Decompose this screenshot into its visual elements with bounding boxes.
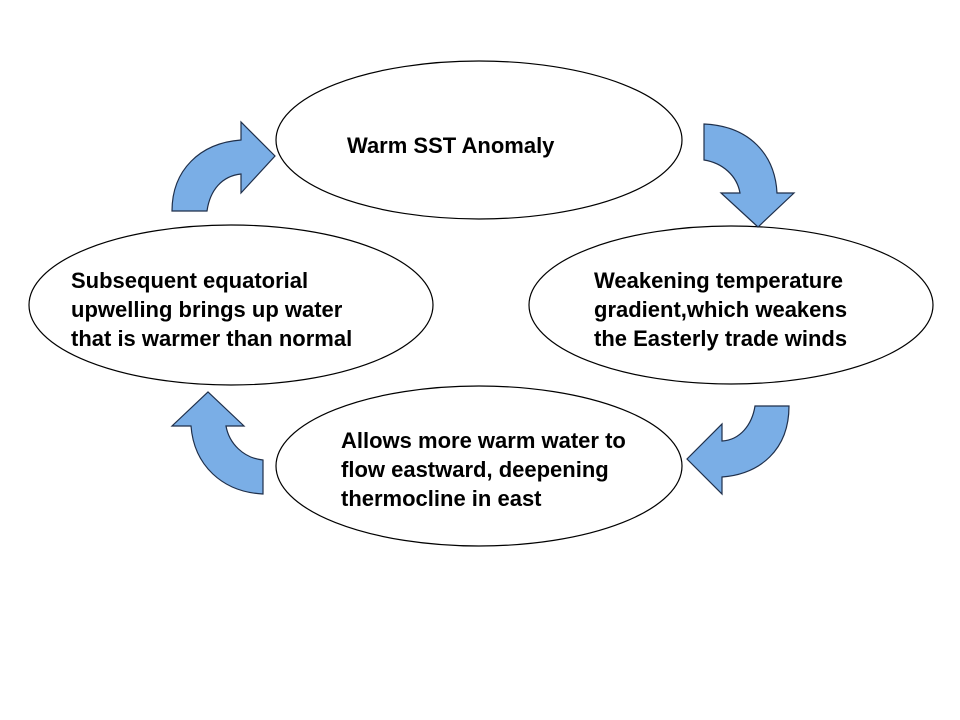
node-text-line: Warm SST Anomaly — [347, 133, 555, 158]
node-label-warm-water-eastward: Allows more warm water to flow eastward,… — [341, 426, 626, 513]
node-text-line: thermocline in east — [341, 486, 542, 511]
curved-arrow-right-icon — [171, 120, 276, 212]
node-ellipse-bottom — [275, 385, 683, 547]
node-ellipse-left — [28, 224, 434, 386]
curved-arrow-left-icon — [686, 405, 790, 496]
node-text-line: the Easterly trade winds — [594, 326, 848, 351]
node-text-line: upwelling brings up water — [71, 297, 343, 322]
node-text-line: Allows more warm water to — [341, 428, 626, 453]
node-ellipse-top — [275, 60, 683, 220]
node-text-line: gradient,which weakens — [594, 297, 848, 322]
node-label-equatorial-upwelling: Subsequent equatorial upwelling brings u… — [71, 266, 352, 353]
node-label-warm-sst-anomaly: Warm SST Anomaly — [347, 131, 554, 160]
curved-arrow-up-icon — [170, 391, 264, 495]
node-text-line: Subsequent equatorial — [71, 268, 309, 293]
node-text-line: flow eastward, deepening — [341, 457, 609, 482]
curved-arrow-down-icon — [703, 123, 796, 228]
node-text-line: Weakening temperature — [594, 268, 844, 293]
node-ellipse-right — [528, 225, 934, 385]
node-text-line: that is warmer than normal — [71, 326, 353, 351]
node-label-weakening-gradient: Weakening temperature gradient,which wea… — [594, 266, 847, 353]
